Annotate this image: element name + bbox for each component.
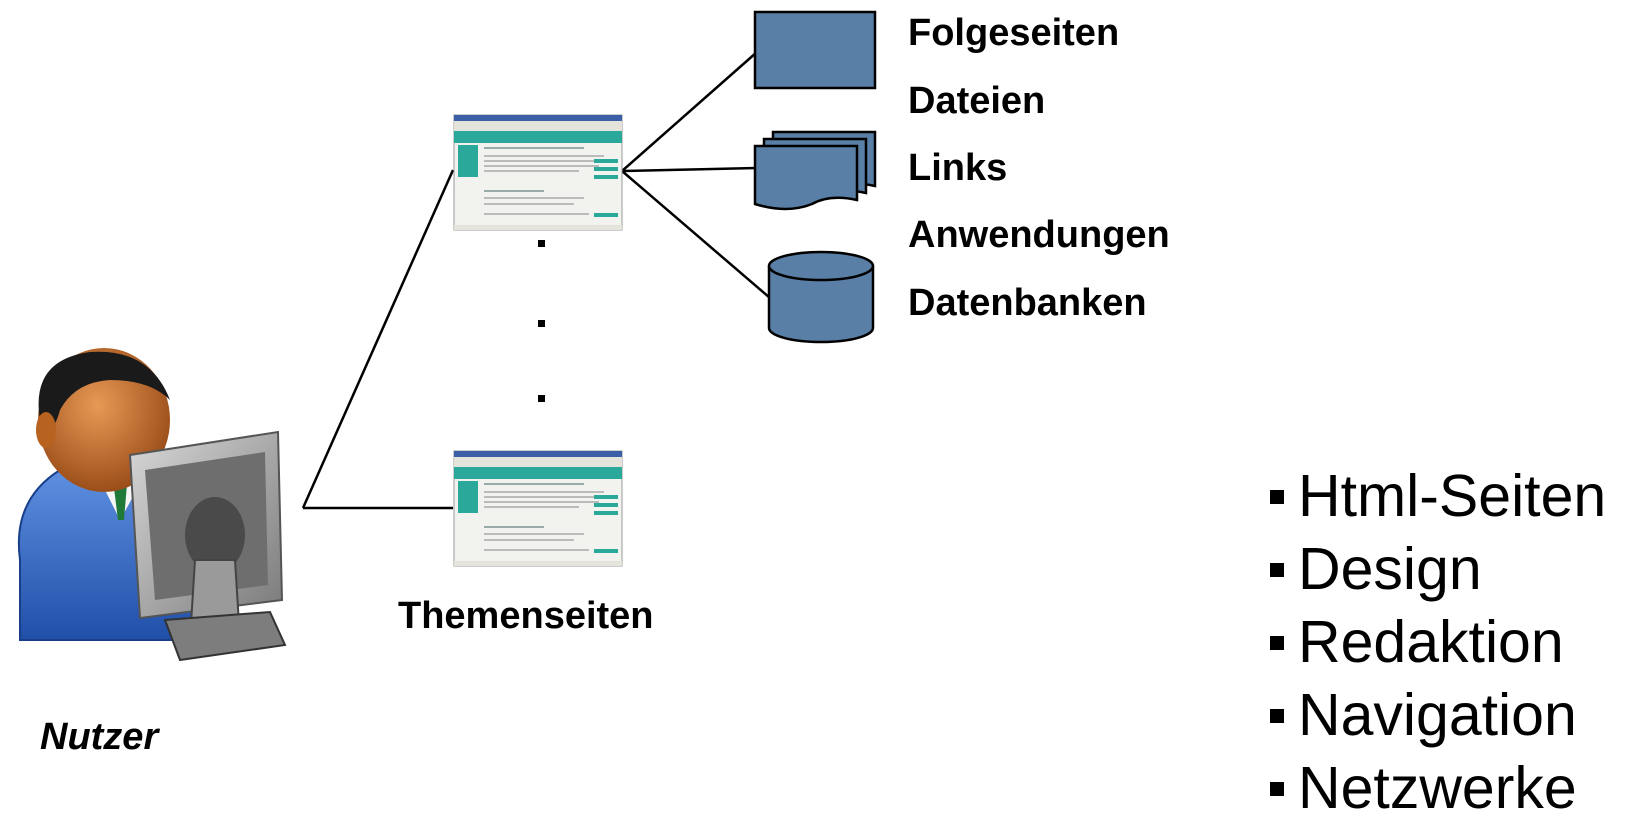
feature-item: Netzwerke	[1270, 752, 1606, 825]
resource-label-datenbanken: Datenbanken	[908, 282, 1147, 324]
ellipsis-dot	[538, 240, 545, 247]
bullet-square-icon	[1270, 635, 1284, 650]
resource-label-links: Links	[908, 147, 1008, 189]
pages-label: Themenseiten	[398, 595, 654, 637]
bullet-square-icon	[1270, 781, 1284, 796]
multi-document-icon	[753, 130, 877, 211]
user-at-computer-icon	[17, 348, 287, 662]
ellipsis-dot	[538, 395, 545, 402]
feature-item: Navigation	[1270, 679, 1606, 752]
resource-label-folgeseiten: Folgeseiten	[908, 12, 1120, 54]
connector-page-to-document	[621, 51, 758, 172]
document-icon	[753, 10, 877, 90]
connector-lines	[301, 51, 771, 510]
connector-user-to-top-page	[301, 169, 455, 509]
webpage-thumbnail-top	[453, 114, 623, 231]
resource-label-dateien: Dateien	[908, 80, 1046, 122]
feature-item: Redaktion	[1270, 606, 1606, 679]
bullet-square-icon	[1270, 708, 1284, 723]
database-cylinder-icon	[767, 250, 875, 344]
connector-page-to-files	[621, 166, 758, 173]
feature-item: Html-Seiten	[1270, 460, 1606, 533]
ellipsis-dot	[538, 320, 545, 327]
bullet-square-icon	[1270, 489, 1284, 504]
user-label: Nutzer	[40, 716, 159, 758]
feature-item: Design	[1270, 533, 1606, 606]
webpage-thumbnail-bottom	[453, 450, 623, 567]
connector-page-to-database	[621, 170, 771, 299]
feature-bullet-list: Html-Seiten Design Redaktion Navigation …	[1270, 460, 1606, 825]
bullet-square-icon	[1270, 562, 1284, 577]
resource-label-anwendungen: Anwendungen	[908, 214, 1170, 256]
